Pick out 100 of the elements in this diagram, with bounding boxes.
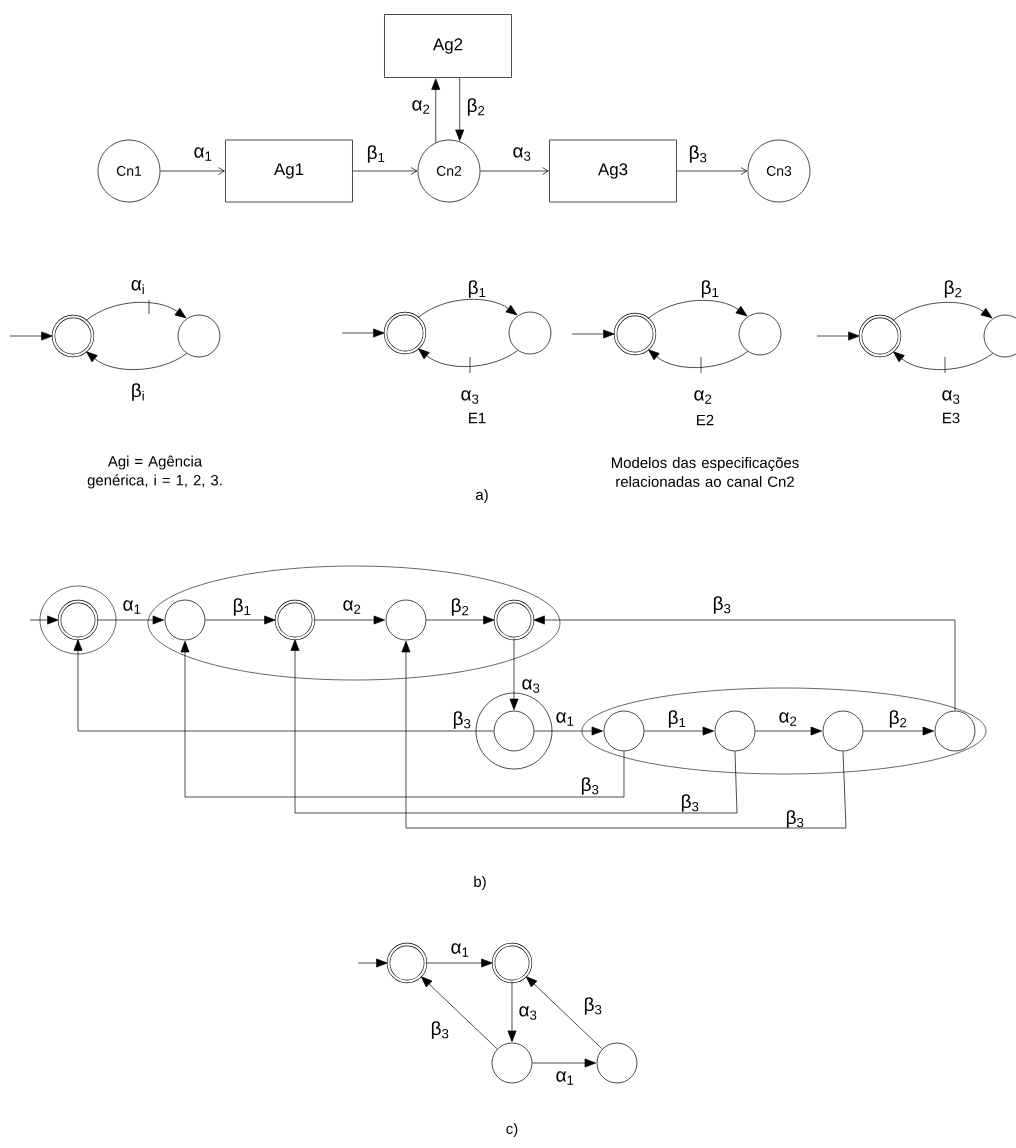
- agent-box: Ag3: [549, 139, 677, 203]
- edge-label: β$_{2}$: [944, 280, 962, 298]
- edge-label: α$_{2}$: [343, 600, 361, 614]
- arrow: [893, 351, 994, 370]
- edge-label: β$_{1}$: [701, 280, 719, 298]
- state-circle: [822, 710, 864, 752]
- note-text: Agi = Agência genérica, i = 1, 2, 3.: [87, 455, 222, 489]
- arrow: [455, 77, 465, 141]
- agent-box: Ag1: [225, 139, 353, 203]
- arrow: [509, 638, 519, 710]
- group-ellipse: [39, 585, 117, 655]
- marked-state-circle: [613, 312, 657, 356]
- arrow: [290, 639, 738, 814]
- group-ellipse: [147, 565, 561, 681]
- state-circle: [491, 1042, 533, 1084]
- edge-label: β$_{1}$: [367, 145, 385, 163]
- edge-label: β$_{i}$: [132, 383, 144, 401]
- marked-state-circle: [51, 314, 95, 358]
- arrow: [676, 167, 748, 175]
- automaton-caption: E1: [469, 412, 486, 424]
- edge-label: β$_{2}$: [451, 598, 469, 616]
- panel-label: b): [474, 876, 486, 890]
- edge-label: β$_{1}$: [233, 598, 251, 616]
- state-circle: [596, 1042, 638, 1084]
- edge-label: β$_{2}$: [467, 98, 485, 116]
- edge-label: α$_{3}$: [942, 390, 960, 404]
- edge-label: α$_{3}$: [519, 1006, 537, 1020]
- edge-label: α$_{1}$: [556, 712, 574, 726]
- marked-state-circle: [491, 942, 533, 984]
- marked-state-circle: [386, 942, 428, 984]
- edge-label: α$_{1}$: [194, 147, 212, 161]
- arrow: [73, 639, 494, 732]
- arrow: [532, 1058, 596, 1068]
- arrow: [816, 331, 860, 341]
- state-circle: [164, 599, 206, 641]
- edge-label: α$_{1}$: [123, 600, 141, 614]
- arrow: [357, 958, 388, 968]
- arrow: [401, 641, 847, 829]
- automaton-caption: E2: [697, 414, 714, 426]
- arrow: [313, 615, 385, 625]
- automaton-caption: E3: [943, 412, 960, 424]
- edge-label: α$_{1}$: [556, 1071, 574, 1085]
- state-circle: [177, 314, 221, 358]
- state-circle: [508, 311, 552, 355]
- edge-label: β$_{3}$: [689, 145, 707, 163]
- arrow: [533, 615, 956, 711]
- arrow: [29, 615, 59, 625]
- arrow: [341, 328, 385, 338]
- arrow: [892, 302, 993, 322]
- arrow: [571, 329, 615, 339]
- marked-state-circle: [493, 599, 535, 641]
- group-ellipse: [581, 687, 987, 775]
- edge-label: α$_{2}$: [779, 712, 797, 726]
- arrow: [648, 349, 749, 368]
- arrow: [526, 976, 603, 1050]
- arrow: [160, 167, 225, 175]
- edge-label: β$_{1}$: [468, 280, 486, 298]
- edge-label: β$_{3}$: [431, 1021, 449, 1039]
- arrow: [180, 641, 625, 798]
- agent-box: Ag2: [384, 14, 512, 78]
- state-circle: [603, 710, 645, 752]
- state-circle: [934, 710, 976, 752]
- state-circle: [714, 710, 756, 752]
- marked-state-circle: [57, 599, 99, 641]
- arrow: [9, 331, 53, 341]
- state-circle: [738, 312, 782, 356]
- marked-state-circle: [274, 599, 316, 641]
- arrow: [420, 976, 498, 1050]
- edge-label: α$_{2}$: [694, 390, 712, 404]
- panel-label: c): [506, 1123, 518, 1137]
- marked-state-circle: [858, 314, 902, 358]
- arrow: [352, 167, 418, 175]
- arrow: [644, 726, 714, 736]
- edge-label: α$_{3}$: [513, 147, 531, 161]
- edge-label: β$_{3}$: [581, 777, 599, 795]
- arrow: [863, 726, 934, 736]
- arrow: [534, 726, 603, 736]
- state-circle: [493, 710, 535, 752]
- edge-label: β$_{3}$: [453, 711, 471, 729]
- state-circle: [385, 599, 427, 641]
- note-text: Modelos das especificações relacionadas ao canal Cn2: [611, 457, 799, 487]
- arrow: [431, 78, 441, 143]
- arrow: [647, 300, 748, 320]
- marked-state-circle: [383, 311, 427, 355]
- edge-label: α$_{1}$: [451, 943, 469, 957]
- arrow: [86, 351, 188, 370]
- edge-label: β$_{3}$: [786, 810, 804, 828]
- edge-label: β$_{3}$: [681, 794, 699, 812]
- arrow: [425, 958, 493, 968]
- edge-label: α$_{3}$: [461, 390, 479, 404]
- arrow: [755, 726, 822, 736]
- edge-label: α$_{i}$: [131, 280, 144, 294]
- arrow: [85, 302, 187, 322]
- arrow: [417, 299, 518, 319]
- edge-label: α$_{2}$: [412, 100, 430, 114]
- edge-label: β$_{2}$: [889, 710, 907, 728]
- edge-label: α$_{3}$: [522, 679, 540, 693]
- arrow: [426, 615, 495, 625]
- arrow: [418, 348, 519, 367]
- arrow: [205, 615, 276, 625]
